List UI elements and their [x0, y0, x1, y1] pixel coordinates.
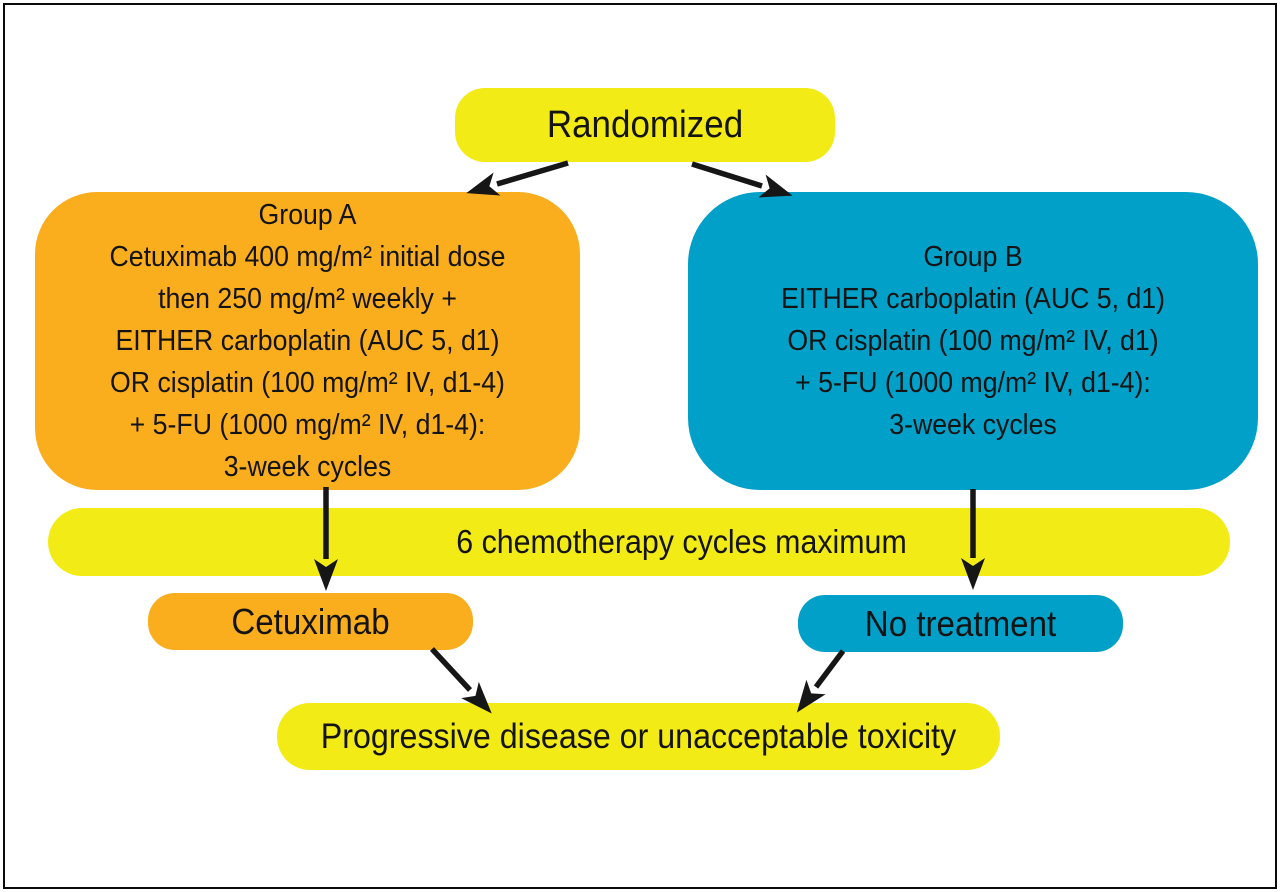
- group-a-line: Cetuximab 400 mg/m² initial dose: [109, 241, 506, 273]
- node-randomized: Randomized: [455, 88, 835, 162]
- arrow-randomized-to-group-a: [466, 160, 569, 196]
- arrow-randomized-to-group-b: [691, 161, 793, 198]
- group-b-line: 3-week cycles: [889, 409, 1057, 441]
- group-b-line: + 5-FU (1000 mg/m² IV, d1-4):: [795, 367, 1151, 399]
- node-randomized-label: Randomized: [546, 103, 744, 146]
- arrow-no-treatment-to-outcome: [796, 649, 846, 713]
- group-a-line: Group A: [258, 199, 357, 231]
- no-treatment-label: No treatment: [864, 602, 1057, 644]
- chemo-cycles-label: 6 chemotherapy cycles maximum: [456, 523, 907, 560]
- node-chemo-cycles-bar: 6 chemotherapy cycles maximum: [48, 508, 1230, 576]
- outcome-label: Progressive disease or unacceptable toxi…: [320, 716, 957, 756]
- group-a-line: then 250 mg/m² weekly +: [158, 283, 457, 315]
- node-group-b: Group B EITHER carboplatin (AUC 5, d1) O…: [688, 192, 1258, 490]
- group-a-line: EITHER carboplatin (AUC 5, d1): [115, 325, 500, 357]
- node-outcome: Progressive disease or unacceptable toxi…: [277, 703, 1000, 770]
- group-a-line: 3-week cycles: [223, 451, 392, 483]
- node-no-treatment: No treatment: [798, 595, 1123, 652]
- node-group-a: Group A Cetuximab 400 mg/m² initial dose…: [35, 192, 580, 490]
- arrow-cetuximab-to-outcome: [429, 647, 492, 714]
- group-b-line: OR cisplatin (100 mg/m² IV, d1): [787, 325, 1159, 357]
- group-a-line: + 5-FU (1000 mg/m² IV, d1-4):: [129, 409, 486, 441]
- group-b-line: EITHER carboplatin (AUC 5, d1): [780, 283, 1166, 315]
- cetuximab-label: Cetuximab: [231, 600, 390, 642]
- group-b-line: Group B: [923, 241, 1023, 273]
- group-a-line: OR cisplatin (100 mg/m² IV, d1-4): [110, 367, 505, 399]
- node-cetuximab: Cetuximab: [148, 593, 473, 650]
